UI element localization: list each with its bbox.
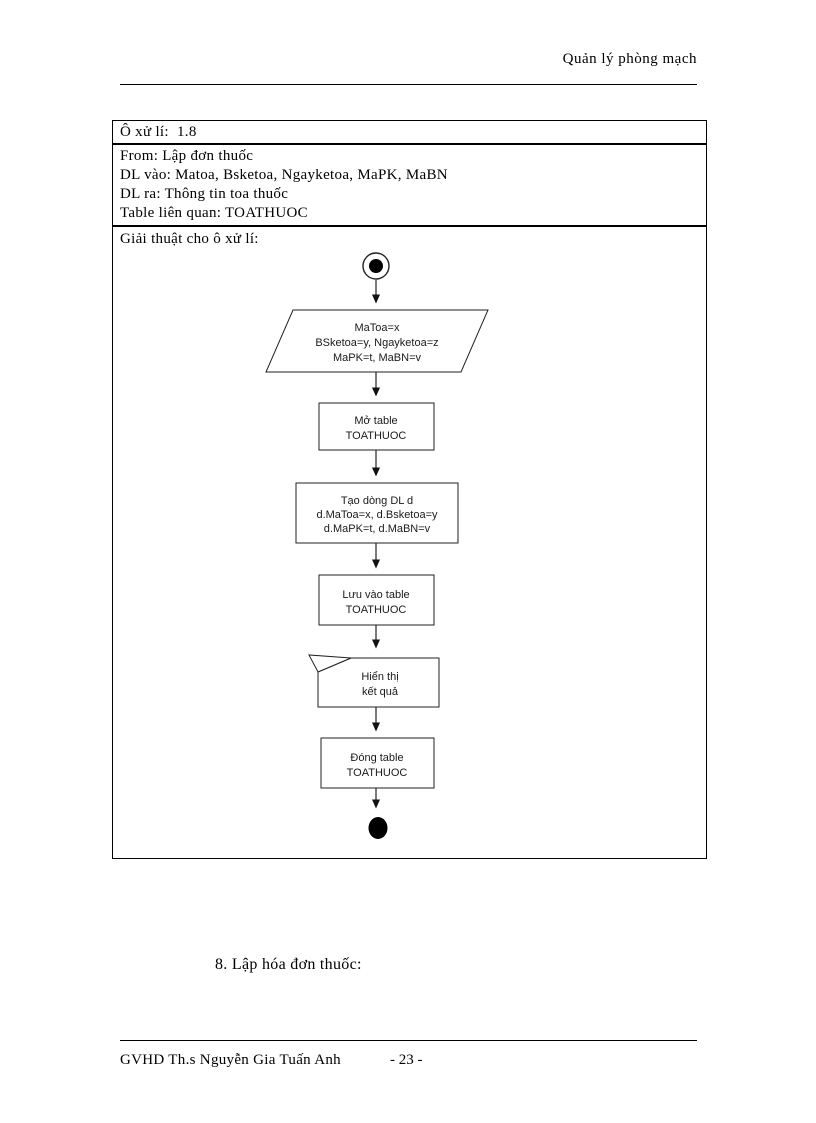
svg-text:Mở table: Mở table: [354, 415, 397, 427]
footer-rule: [120, 1040, 697, 1041]
section-caption: 8. Lập hóa đơn thuốc:: [215, 956, 362, 973]
page-header-title: Quản lý phòng mạch: [562, 51, 697, 67]
process-details-row: From: Lập đơn thuốc DL vào: Matoa, Bsket…: [113, 145, 706, 227]
flowchart-input-parallelogram: MaToa=x BSketoa=y, Ngayketoa=z MaPK=t, M…: [265, 309, 489, 373]
flowchart-save-table-rect: Lưu vào table TOATHUOC: [318, 574, 435, 626]
svg-text:Đóng table: Đóng table: [350, 752, 403, 764]
svg-text:Lưu vào table: Lưu vào table: [342, 589, 409, 601]
svg-text:TOATHUOC: TOATHUOC: [347, 767, 408, 779]
flowchart-open-table-rect: Mở table TOATHUOC: [318, 402, 435, 451]
svg-text:kết quả: kết quả: [362, 686, 399, 698]
algorithm-row: Giải thuật cho ô xử lí: MaToa=x BSketoa=…: [113, 227, 706, 860]
svg-text:Hiển thị: Hiển thị: [361, 671, 398, 683]
flowchart-diagram: MaToa=x BSketoa=y, Ngayketoa=z MaPK=t, M…: [265, 252, 489, 839]
footer-page-number: - 23 -: [390, 1052, 423, 1068]
svg-text:BSketoa=y, Ngayketoa=z: BSketoa=y, Ngayketoa=z: [315, 337, 438, 349]
flowchart-end-node: [368, 817, 388, 839]
process-spec-table: Ô xử lí: 1.8 From: Lập đơn thuốc DL vào:…: [112, 120, 707, 859]
svg-text:MaPK=t, MaBN=v: MaPK=t, MaBN=v: [333, 352, 422, 364]
detail-from: From: Lập đơn thuốc: [120, 148, 254, 164]
flowchart-close-table-rect: Đóng table TOATHUOC: [320, 737, 435, 789]
algorithm-label: Giải thuật cho ô xử lí:: [120, 231, 259, 247]
flowchart-start-node: [362, 252, 390, 280]
svg-text:d.MaPK=t, d.MaBN=v: d.MaPK=t, d.MaBN=v: [324, 523, 431, 535]
detail-dl-vao: DL vào: Matoa, Bsketoa, Ngayketoa, MaPK,…: [120, 167, 448, 183]
svg-text:Tạo dòng DL d: Tạo dòng DL d: [341, 495, 413, 507]
detail-dl-ra: DL ra: Thông tin toa thuốc: [120, 186, 289, 202]
footer-advisor: GVHD Th.s Nguyễn Gia Tuấn Anh: [120, 1052, 341, 1068]
detail-table-lien-quan: Table liên quan: TOATHUOC: [120, 205, 308, 221]
header-rule: [120, 84, 697, 85]
svg-text:d.MaToa=x, d.Bsketoa=y: d.MaToa=x, d.Bsketoa=y: [316, 509, 438, 521]
process-id-row: Ô xử lí: 1.8: [113, 121, 706, 145]
svg-text:MaToa=x: MaToa=x: [355, 322, 400, 334]
flowchart-display-result-document: Hiển thị kết quả: [308, 654, 440, 708]
svg-text:TOATHUOC: TOATHUOC: [346, 430, 407, 442]
flowchart-create-row-rect: Tạo dòng DL d d.MaToa=x, d.Bsketoa=y d.M…: [295, 482, 459, 544]
svg-text:TOATHUOC: TOATHUOC: [346, 604, 407, 616]
